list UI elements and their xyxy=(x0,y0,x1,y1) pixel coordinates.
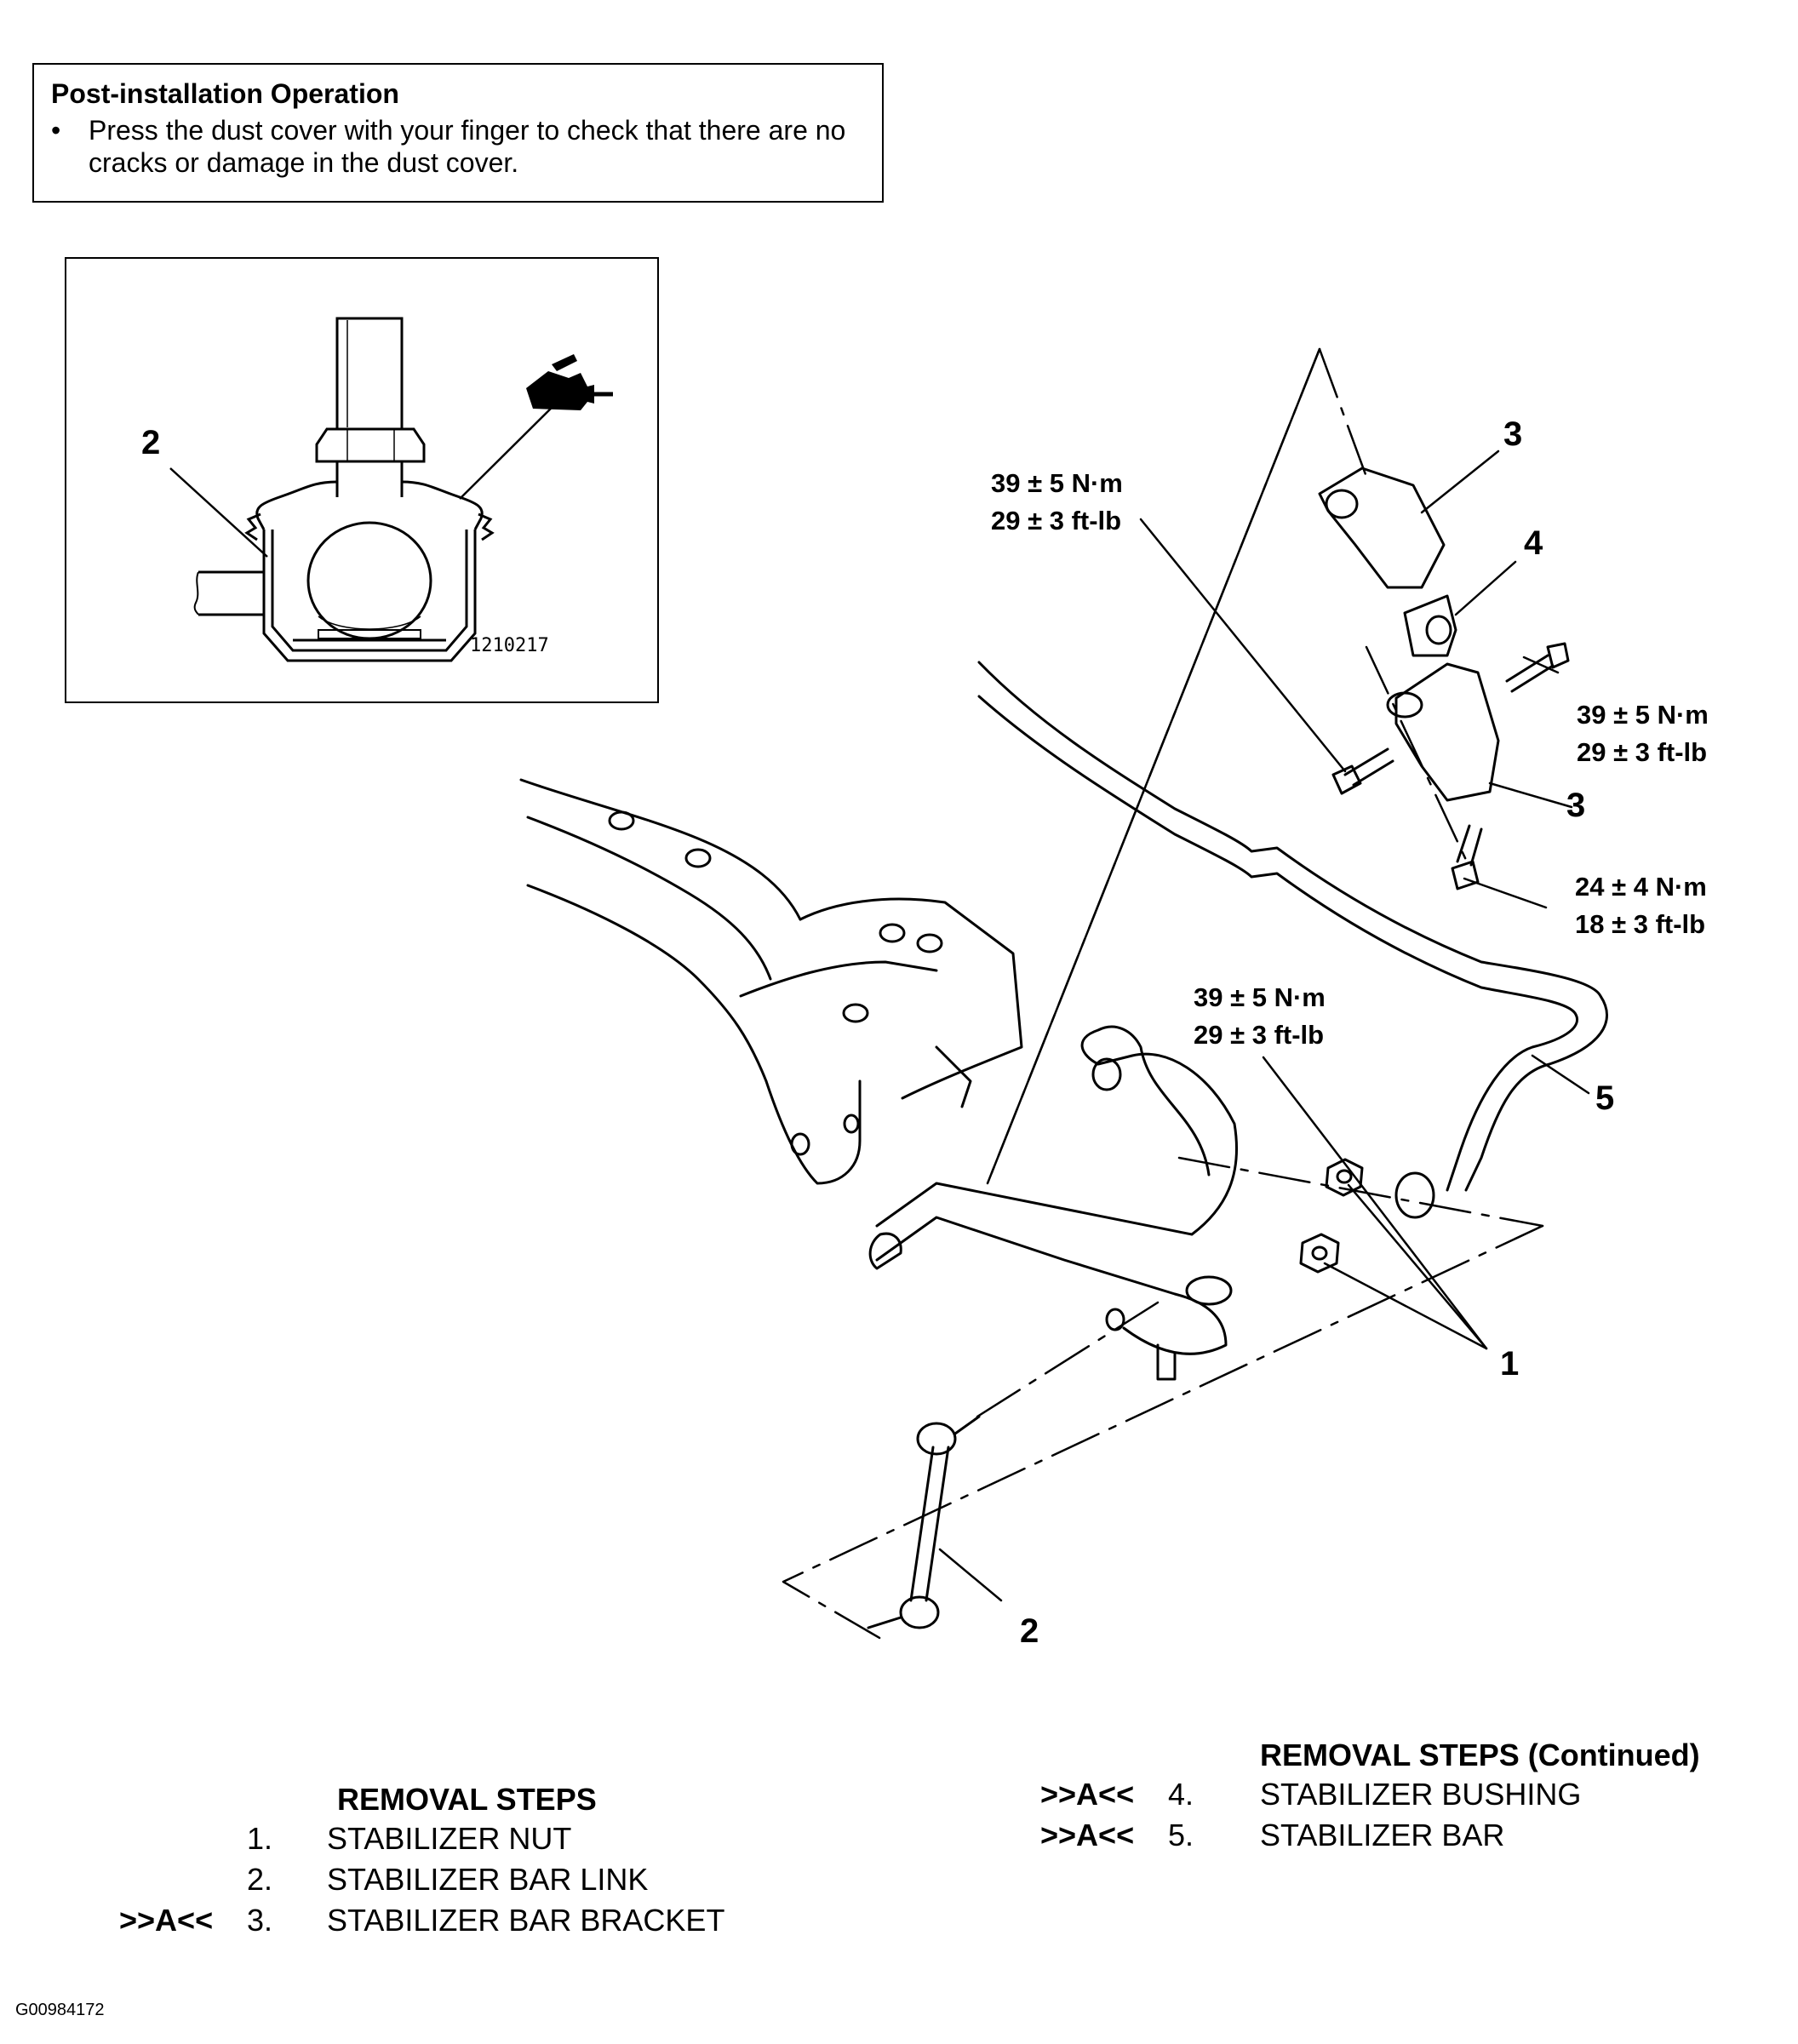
callout-1: 1 xyxy=(1500,1345,1520,1383)
step-number: 3. xyxy=(247,1903,273,1938)
figure-code: G00984172 xyxy=(15,2001,105,2019)
grease-gun-icon xyxy=(526,354,613,410)
step-row: >>A<< 5. STABILIZER BAR xyxy=(1040,1815,1700,1856)
bracket-upper xyxy=(1318,467,1446,589)
removal-heading: REMOVAL STEPS xyxy=(337,1782,597,1817)
inset-callout-2: 2 xyxy=(141,424,161,461)
torque-spec-4: 39 ± 5 N·m 29 ± 3 ft-lb xyxy=(1194,979,1326,1054)
callout-2: 2 xyxy=(1020,1612,1039,1650)
step-row: 2. STABILIZER BAR LINK xyxy=(119,1859,724,1900)
torque-nm: 39 ± 5 N·m xyxy=(1194,982,1326,1012)
torque-ftlb: 29 ± 3 ft-lb xyxy=(991,506,1122,535)
nut-lower xyxy=(1299,1233,1340,1274)
note-item: • Press the dust cover with your finger … xyxy=(51,114,865,179)
step-number: 4. xyxy=(1168,1777,1194,1812)
stabilizer-bar-drawing xyxy=(977,661,1608,1219)
torque-ftlb: 18 ± 3 ft-lb xyxy=(1575,909,1706,939)
leader-lines xyxy=(938,449,1590,1602)
nut-upper xyxy=(1325,1158,1364,1197)
bracket-lower xyxy=(1386,662,1500,802)
step-row: 1. STABILIZER NUT xyxy=(119,1818,724,1859)
bullet: • xyxy=(51,115,61,146)
step-row: >>A<< 4. STABILIZER BUSHING xyxy=(1040,1774,1700,1815)
step-tag: >>A<< xyxy=(1040,1818,1135,1852)
step-tag: >>A<< xyxy=(119,1903,214,1938)
removal-steps-left: REMOVAL STEPS 1. STABILIZER NUT 2. STABILI… xyxy=(119,1781,724,1941)
step-row: >>A<< 3. STABILIZER BAR BRACKET xyxy=(119,1900,724,1941)
torque-nm: 39 ± 5 N·m xyxy=(991,468,1123,498)
torque-ftlb: 29 ± 3 ft-lb xyxy=(1194,1020,1325,1050)
callout-4: 4 xyxy=(1524,524,1543,562)
step-number: 5. xyxy=(1168,1818,1194,1852)
torque-nm: 24 ± 4 N·m xyxy=(1575,872,1707,902)
step-label: STABILIZER NUT xyxy=(327,1821,572,1856)
step-label: STABILIZER BAR xyxy=(1260,1818,1505,1852)
bushing xyxy=(1403,594,1457,657)
torque-spec-2: 39 ± 5 N·m 29 ± 3 ft-lb xyxy=(1577,696,1709,771)
step-number: 1. xyxy=(247,1821,273,1856)
removal-heading-continued: REMOVAL STEPS (Continued) xyxy=(1260,1738,1700,1772)
ball-joint-drawing xyxy=(169,317,613,662)
reference-lines xyxy=(782,347,1544,1643)
post-installation-note: Post-installation Operation • Press the … xyxy=(32,63,884,203)
bolt-left xyxy=(1331,747,1394,795)
torque-spec-1: 39 ± 5 N·m 29 ± 3 ft-lb xyxy=(991,465,1123,540)
step-label: STABILIZER BAR BRACKET xyxy=(327,1903,725,1938)
inset-code: 1210217 xyxy=(470,635,549,656)
step-label: STABILIZER BAR LINK xyxy=(327,1862,649,1897)
bolt-bottom xyxy=(1451,824,1483,890)
inset-detail: 2 1210217 xyxy=(65,257,659,703)
callout-3-bottom: 3 xyxy=(1566,787,1586,824)
callout-5: 5 xyxy=(1595,1079,1615,1117)
stabilizer-link-drawing xyxy=(867,1415,981,1629)
lower-arm xyxy=(868,1025,1239,1381)
torque-nm: 39 ± 5 N·m xyxy=(1577,700,1709,730)
crossmember xyxy=(519,778,1023,1185)
step-number: 2. xyxy=(247,1862,273,1897)
bolt-right xyxy=(1505,642,1570,693)
note-title: Post-installation Operation xyxy=(51,78,399,109)
removal-steps-right: REMOVAL STEPS (Continued) >>A<< 4. STABILI… xyxy=(1040,1737,1700,1856)
callout-3-top: 3 xyxy=(1503,415,1523,453)
note-text: Press the dust cover with your finger to… xyxy=(89,115,846,178)
torque-spec-3: 24 ± 4 N·m 18 ± 3 ft-lb xyxy=(1575,868,1707,943)
step-tag: >>A<< xyxy=(1040,1777,1135,1812)
step-label: STABILIZER BUSHING xyxy=(1260,1777,1582,1812)
torque-ftlb: 29 ± 3 ft-lb xyxy=(1577,737,1708,767)
